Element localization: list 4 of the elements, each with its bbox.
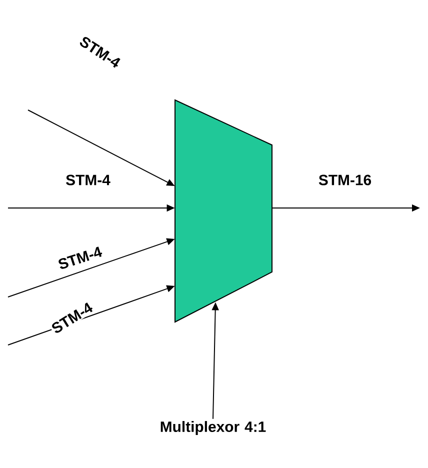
edge-label: STM-4	[64, 174, 112, 186]
edge-label: STM-4	[56, 244, 104, 272]
edge-label: STM-16	[317, 174, 373, 186]
text-label: Multiplexor 4:1	[160, 421, 266, 435]
